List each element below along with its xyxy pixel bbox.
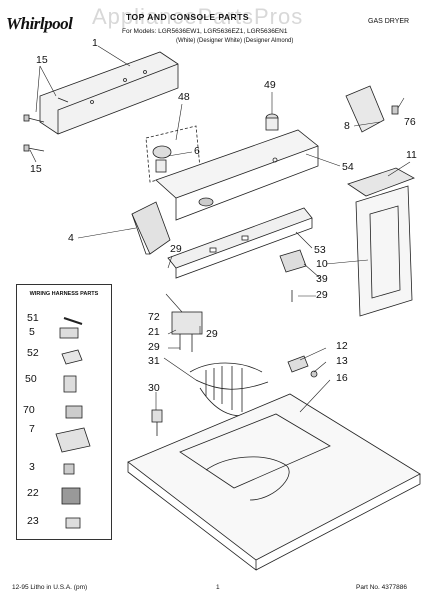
harness-item-label: 52 (27, 347, 39, 359)
product-label: GAS DRYER (368, 18, 410, 25)
harness-item-label: 7 (29, 423, 35, 435)
knob-top-part (265, 113, 279, 131)
end-cap-part (131, 201, 171, 255)
callout-label: 31 (148, 355, 160, 367)
callout-label: 21 (148, 326, 160, 338)
wiring-harness-title: WIRING HARNESS PARTS (29, 291, 99, 297)
callout-label: 29 (148, 341, 160, 353)
wiring-harness-box: WIRING HARNESS PARTS (16, 284, 112, 540)
callout-label: 16 (336, 372, 348, 384)
callout-label: 49 (264, 79, 276, 91)
callout-label: 39 (316, 273, 328, 285)
callout-label: 72 (148, 311, 160, 323)
knob-assembly-part (145, 125, 201, 183)
callout-label: 4 (68, 232, 74, 244)
harness-box-parts (55, 317, 91, 529)
terminal-block-part (171, 311, 203, 352)
brand-logo: Whirlpool (6, 14, 73, 33)
callout-label: 15 (30, 163, 42, 175)
timer-bracket-part (345, 85, 399, 133)
callout-label: 30 (148, 382, 160, 394)
screw-parts (23, 97, 69, 152)
callout-label: 11 (406, 149, 417, 161)
harness-item-label: 5 (29, 326, 35, 338)
callout-label: 53 (314, 244, 326, 256)
color-line: (White) (Designer White) (Designer Almon… (176, 38, 294, 44)
callout-label: 76 (404, 116, 416, 128)
harness-item-label: 23 (27, 515, 39, 527)
callout-label: 29 (206, 328, 218, 340)
harness-item-label: 3 (29, 461, 35, 473)
callout-label: 29 (170, 243, 182, 255)
harness-item-label: 50 (25, 373, 37, 385)
model-line: For Models: LGR5636EW1, LGR5636EZ1, LGR5… (122, 28, 288, 35)
harness-item-label: 51 (27, 312, 39, 324)
watermark: AppliancePartsPros (92, 4, 304, 29)
callout-label: 6 (194, 145, 200, 157)
side-frame-part (355, 185, 413, 317)
callout-label: 15 (36, 54, 48, 66)
callout-label: 54 (342, 161, 354, 173)
section-title: TOP AND CONSOLE PARTS (126, 12, 250, 22)
callout-label: 48 (178, 91, 190, 103)
footer-page-number: 1 (216, 584, 220, 591)
top-cap-part (347, 167, 415, 197)
footer-part-number: Part No. 4377886 (356, 584, 407, 591)
harness-item-label: 70 (23, 404, 35, 416)
callout-label: 29 (316, 289, 328, 301)
sensor-plug-part (151, 409, 163, 436)
control-bracket-part (167, 207, 313, 279)
footer-print-line: 12-95 Litho in U.S.A. (pm) (12, 584, 88, 591)
callout-label: 1 (92, 37, 98, 49)
callout-label: 13 (336, 355, 348, 367)
switch-part (279, 249, 307, 302)
main-top-panel-part (127, 393, 421, 571)
callout-label: 12 (336, 340, 348, 352)
harness-item-label: 22 (27, 487, 39, 499)
leader-lines (29, 45, 411, 413)
rear-bracket-part (39, 51, 179, 135)
console-panel-part (155, 129, 319, 221)
callout-label: 10 (316, 258, 328, 270)
sensor-part (287, 355, 318, 378)
callout-label: 8 (344, 120, 350, 132)
